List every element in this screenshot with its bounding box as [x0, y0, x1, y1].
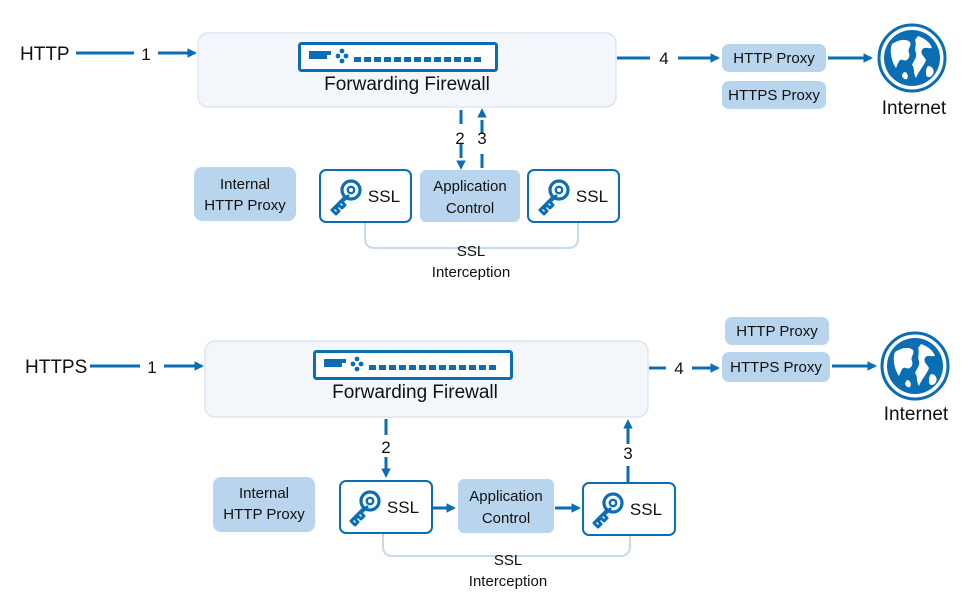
- source-label-https: HTTPS: [25, 357, 87, 378]
- ssl-label-left: SSL: [368, 187, 400, 206]
- step4-label: 4: [659, 49, 668, 68]
- ssl-interception-line2: Interception: [432, 264, 510, 281]
- internal-proxy-line1: Internal: [239, 485, 289, 502]
- app-control-line2: Control: [482, 510, 530, 527]
- http-proxy-pill: [725, 317, 829, 345]
- globe-icon: [880, 331, 950, 401]
- ssl-label-left: SSL: [387, 498, 419, 517]
- step2-label: 2: [381, 438, 390, 457]
- http-flow-section: Forwarding Firewall HTTP 1 4 HTTP Proxy …: [20, 23, 947, 281]
- firewall-appliance-icon: [313, 350, 513, 380]
- ssl-label-right: SSL: [576, 187, 608, 206]
- ssl-interception-line1: SSL: [457, 243, 485, 260]
- step3-label: 3: [623, 444, 632, 463]
- app-control-line1: Application: [433, 178, 506, 195]
- http-proxy-pill: [722, 44, 826, 72]
- globe-icon: [877, 23, 947, 93]
- application-control-box: [458, 479, 554, 533]
- https-proxy-label: HTTPS Proxy: [728, 87, 820, 104]
- step1-label: 1: [147, 358, 156, 377]
- internet-label: Internet: [882, 98, 947, 119]
- ssl-interception-bracket: [364, 221, 579, 249]
- step4-label: 4: [674, 359, 683, 378]
- firewall-appliance-icon: [298, 42, 498, 72]
- ssl-interception-line1: SSL: [494, 552, 522, 569]
- internal-http-proxy-box: [194, 167, 296, 221]
- internal-proxy-line2: HTTP Proxy: [223, 506, 305, 523]
- app-control-line1: Application: [469, 488, 542, 505]
- forwarding-firewall-label: Forwarding Firewall: [332, 382, 498, 403]
- application-control-box: [420, 170, 520, 222]
- https-flow-section: Forwarding Firewall HTTPS 1 4 HTTP Proxy…: [25, 317, 950, 590]
- ssl-label-right: SSL: [630, 500, 662, 519]
- https-proxy-pill: [722, 81, 826, 109]
- step3-label: 3: [477, 129, 486, 148]
- http-proxy-label: HTTP Proxy: [733, 50, 815, 67]
- source-label-http: HTTP: [20, 44, 70, 65]
- internal-proxy-line1: Internal: [220, 176, 270, 193]
- ssl-interception-line2: Interception: [469, 573, 547, 590]
- internal-http-proxy-box: [213, 477, 315, 532]
- step1-label: 1: [141, 45, 150, 64]
- app-control-line2: Control: [446, 200, 494, 217]
- ssl-interception-bracket: [382, 532, 631, 557]
- https-proxy-label: HTTPS Proxy: [730, 359, 822, 376]
- forwarding-firewall-label: Forwarding Firewall: [324, 74, 490, 95]
- internet-label: Internet: [884, 404, 949, 425]
- step2-label: 2: [455, 129, 464, 148]
- https-proxy-pill: [722, 352, 830, 382]
- http-proxy-label: HTTP Proxy: [736, 323, 818, 340]
- internal-proxy-line2: HTTP Proxy: [204, 197, 286, 214]
